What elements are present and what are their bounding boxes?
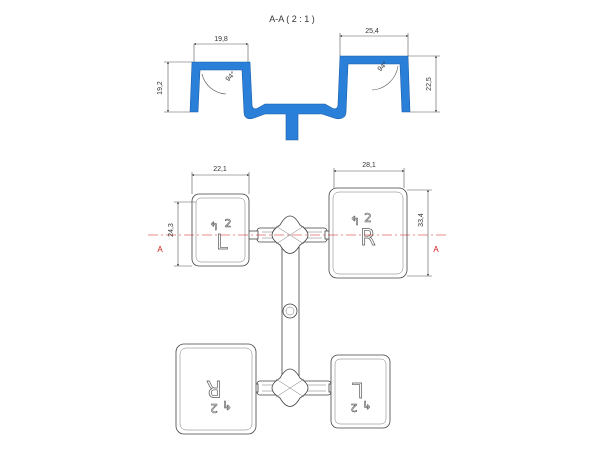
turn-arrow-icon: ↰ [350, 214, 360, 228]
dim-tr-width: 28,1 [362, 162, 376, 169]
section-title: A-A ( 2 : 1 ) [269, 14, 315, 24]
keycap-superscript: 2 [210, 401, 218, 415]
section-marker-right: A [433, 245, 439, 254]
keycap-letter: R [206, 375, 221, 400]
dim-left-height: 19,2 [157, 81, 164, 95]
keycap-bottom-right: L 2 ↰ [330, 354, 391, 429]
keycap-letter: L [352, 378, 364, 402]
section-marker-left: A [157, 245, 163, 254]
keycap-letter: L [216, 230, 228, 254]
keycap-top-left: L 2 ↰ [191, 193, 250, 267]
dim-tr-height: 33,4 [418, 213, 425, 227]
keycap-superscript: 2 [351, 401, 358, 414]
sprue-frame [245, 215, 336, 407]
dim-right-width: 25,4 [365, 28, 379, 35]
dim-right-height: 22,5 [426, 77, 433, 91]
turn-arrow-icon: ↰ [209, 220, 218, 233]
keycap-superscript: 2 [225, 217, 232, 230]
keycap-top-right: R 2 ↰ [328, 187, 408, 279]
keycap-superscript: 2 [364, 211, 372, 225]
section-view: A-A ( 2 : 1 ) 19,8 19,2 94° 25,4 22,5 94… [157, 14, 440, 141]
dim-left-width: 19,8 [214, 36, 228, 43]
dim-left-angle: 94° [224, 70, 237, 83]
dim-tl-width: 22,1 [213, 166, 227, 173]
dim-tl-height: 24,3 [168, 223, 175, 237]
angle-arc-left [201, 73, 227, 95]
keycap-bottom-left: R 2 ↰ [175, 343, 257, 435]
keycap-letter: R [360, 226, 375, 251]
section-profile [189, 55, 411, 141]
angle-arc-right [371, 65, 399, 91]
plan-view: L 2 ↰ R 2 ↰ R 2 ↰ L 2 ↰ [148, 162, 446, 435]
sprue-ring [282, 303, 298, 319]
turn-arrow-icon: ↰ [222, 398, 232, 412]
turn-arrow-icon: ↰ [362, 398, 371, 411]
